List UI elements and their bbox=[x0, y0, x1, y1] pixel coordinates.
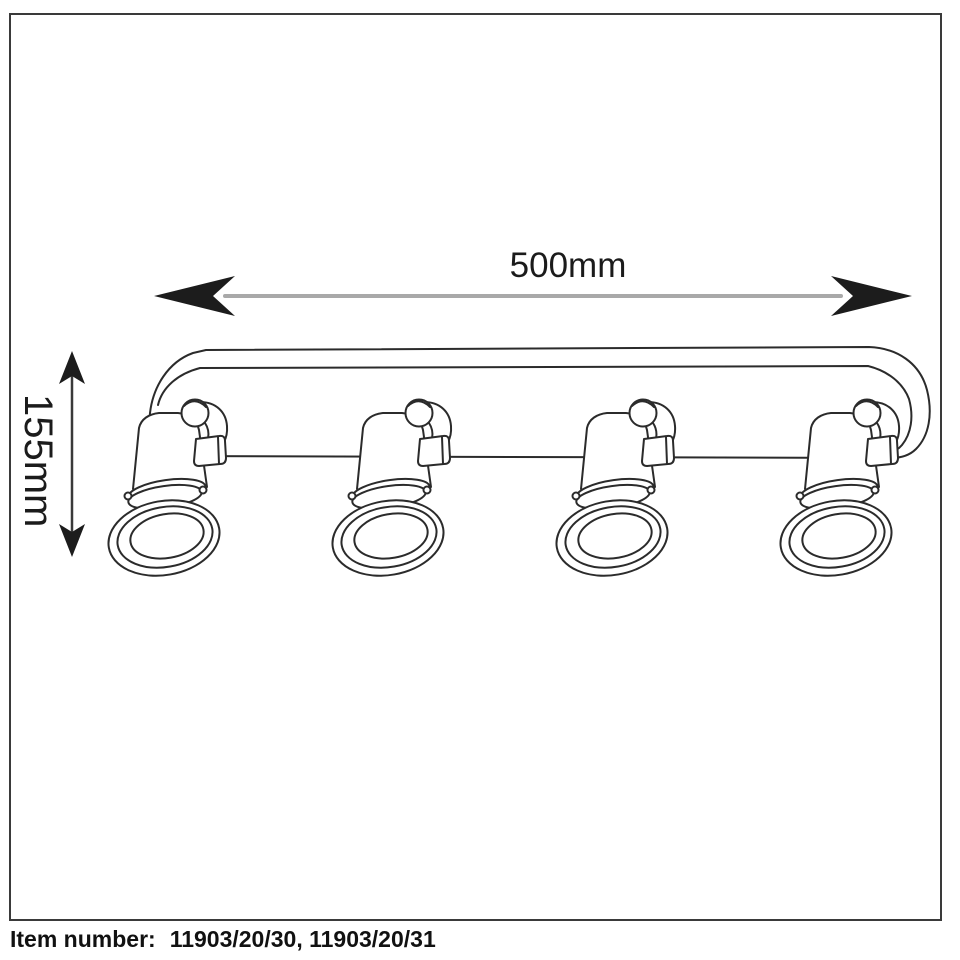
drawing-border bbox=[9, 13, 942, 921]
width-dimension-arrow bbox=[154, 276, 912, 316]
item-number-label: Item number: bbox=[10, 926, 156, 952]
width-arrowhead-right bbox=[831, 276, 912, 316]
item-number-value: 11903/20/30, 11903/20/31 bbox=[169, 926, 436, 952]
height-arrowhead-top bbox=[59, 351, 85, 384]
width-arrowhead-left bbox=[154, 276, 235, 316]
width-dimension-label: 500mm bbox=[509, 246, 627, 285]
height-arrowhead-bottom bbox=[59, 524, 85, 557]
mounting-bar-outline bbox=[148, 346, 931, 459]
item-number: Item number: 11903/20/30, 11903/20/31 bbox=[10, 926, 436, 953]
height-dimension-arrow bbox=[59, 351, 85, 557]
spotlight-head-1 bbox=[101, 398, 229, 586]
height-dimension-label: 155mm bbox=[16, 394, 60, 528]
